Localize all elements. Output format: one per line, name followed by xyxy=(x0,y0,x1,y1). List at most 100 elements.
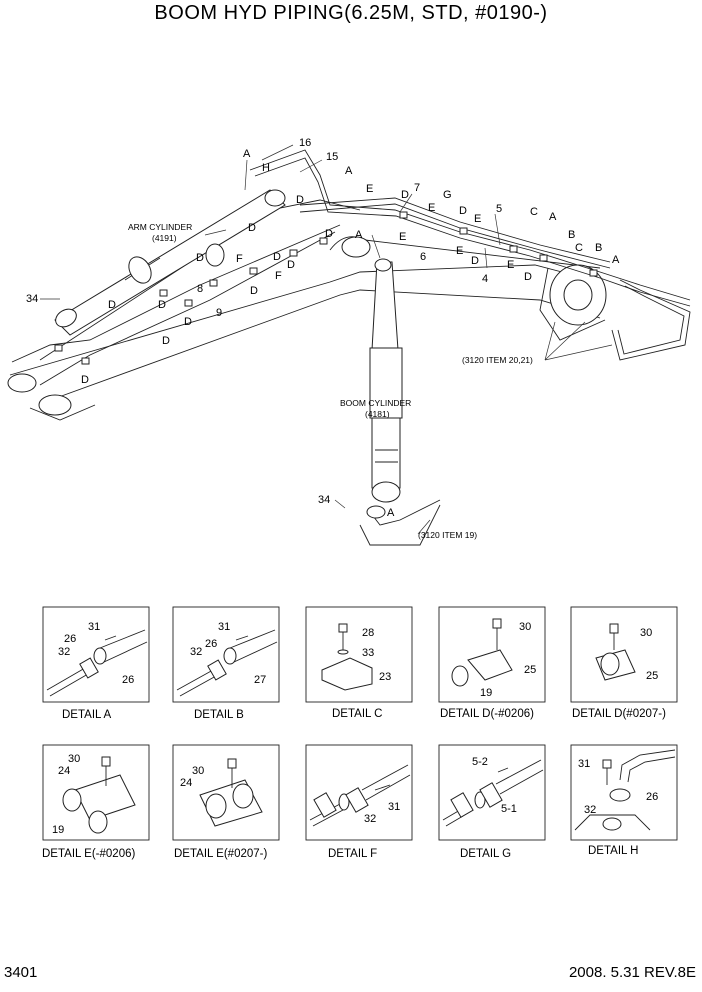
callout-D: D xyxy=(248,222,256,234)
detail-e-pre-0206-caption: DETAIL E(-#0206) xyxy=(42,848,135,860)
callout-D: D xyxy=(196,252,204,264)
callout-5: 5 xyxy=(496,203,502,215)
callout-16: 16 xyxy=(299,137,311,149)
callout-D: D xyxy=(524,271,532,283)
arm-cylinder-ref: (4191) xyxy=(152,233,177,243)
arm-cylinder-label: ARM CYLINDER xyxy=(128,222,192,232)
callout-F: F xyxy=(275,270,282,282)
svg-text:32: 32 xyxy=(58,646,70,658)
callout-C: C xyxy=(575,242,583,254)
detail-f-caption: DETAIL F xyxy=(328,848,377,860)
svg-text:24: 24 xyxy=(180,777,192,789)
callout-A: A xyxy=(355,229,363,241)
callout-B: B xyxy=(568,229,575,241)
detail-a-caption: DETAIL A xyxy=(62,709,112,721)
detail-e-post-0207: 30 24 xyxy=(172,744,280,841)
detail-g-caption: DETAIL G xyxy=(460,848,511,860)
detail-d-post-0207-caption: DETAIL D(#0207-) xyxy=(572,708,666,720)
callout-15: 15 xyxy=(326,151,338,163)
detail-f: 31 32 xyxy=(305,744,413,841)
callout-C: C xyxy=(530,206,538,218)
svg-text:30: 30 xyxy=(192,765,204,777)
detail-b-caption: DETAIL B xyxy=(194,709,244,721)
callout-D: D xyxy=(158,299,166,311)
callouts: 16 15 A H A E D 7 G E D E 5 C A D A E 6 … xyxy=(26,137,620,519)
callout-D: D xyxy=(108,299,116,311)
callout-A: A xyxy=(243,148,251,160)
callout-9: 9 xyxy=(216,307,222,319)
page-title: BOOM HYD PIPING(6.25M, STD, #0190-) xyxy=(154,2,548,24)
callout-E: E xyxy=(399,231,406,243)
detail-d-post-0207: 30 25 xyxy=(570,606,678,703)
callout-D: D xyxy=(184,316,192,328)
detail-c: 28 33 23 xyxy=(305,606,413,703)
main-assembly xyxy=(7,149,691,546)
callout-6: 6 xyxy=(420,251,426,263)
svg-text:28: 28 xyxy=(362,627,374,639)
detail-b: 31 26 32 27 xyxy=(172,606,280,703)
callout-A: A xyxy=(387,507,395,519)
boom-cylinder-label: BOOM CYLINDER xyxy=(340,398,411,408)
callout-D: D xyxy=(162,335,170,347)
detail-g: 5-2 5-1 xyxy=(438,744,546,841)
callout-A: A xyxy=(612,254,620,266)
reference-3120-20-21: (3120 ITEM 20,21) xyxy=(462,355,533,365)
svg-text:30: 30 xyxy=(68,753,80,765)
svg-text:24: 24 xyxy=(58,765,70,777)
svg-text:30: 30 xyxy=(519,621,531,633)
callout-H: H xyxy=(262,162,270,174)
svg-text:25: 25 xyxy=(524,664,536,676)
detail-e-post-0207-caption: DETAIL E(#0207-) xyxy=(174,848,267,860)
revision-date: 2008. 5.31 REV.8E xyxy=(568,964,696,981)
detail-e-pre-0206: 30 24 19 xyxy=(42,744,150,841)
callout-8: 8 xyxy=(197,283,203,295)
callout-leaders xyxy=(40,144,613,535)
callout-D: D xyxy=(325,228,333,240)
svg-text:32: 32 xyxy=(584,804,596,816)
callout-D: D xyxy=(459,205,467,217)
svg-text:31: 31 xyxy=(578,758,590,770)
svg-text:30: 30 xyxy=(640,627,652,639)
svg-text:32: 32 xyxy=(190,646,202,658)
svg-text:31: 31 xyxy=(388,801,400,813)
svg-text:26: 26 xyxy=(205,638,217,650)
callout-E: E xyxy=(428,202,435,214)
svg-text:19: 19 xyxy=(52,824,64,836)
callout-E: E xyxy=(366,183,373,195)
svg-text:25: 25 xyxy=(646,670,658,682)
callout-D: D xyxy=(471,255,479,267)
callout-G: G xyxy=(443,189,452,201)
detail-h-caption: DETAIL H xyxy=(588,845,638,857)
svg-text:23: 23 xyxy=(379,671,391,683)
callout-34: 34 xyxy=(318,494,330,506)
svg-text:31: 31 xyxy=(88,621,100,633)
reference-3120-19: (3120 ITEM 19) xyxy=(418,530,477,540)
svg-text:19: 19 xyxy=(480,687,492,699)
boom-cylinder-ref: (4181) xyxy=(365,409,390,419)
svg-text:33: 33 xyxy=(362,647,374,659)
callout-D: D xyxy=(401,189,409,201)
callout-D: D xyxy=(81,374,89,386)
svg-text:26: 26 xyxy=(122,674,134,686)
svg-text:26: 26 xyxy=(646,791,658,803)
callout-A: A xyxy=(345,165,353,177)
callout-4: 4 xyxy=(482,273,488,285)
callout-7: 7 xyxy=(414,182,420,194)
callout-D: D xyxy=(273,251,281,263)
page-number: 3401 xyxy=(4,964,38,981)
callout-D: D xyxy=(296,194,304,206)
callout-F: F xyxy=(236,253,243,265)
callout-E: E xyxy=(474,213,481,225)
detail-d-pre-0206: 30 25 19 xyxy=(438,606,546,703)
svg-text:31: 31 xyxy=(218,621,230,633)
detail-h: 31 26 32 xyxy=(570,744,678,841)
svg-text:5-1: 5-1 xyxy=(501,803,517,815)
callout-D: D xyxy=(287,259,295,271)
svg-text:5-2: 5-2 xyxy=(472,756,488,768)
callout-B: B xyxy=(595,242,602,254)
callout-D: D xyxy=(250,285,258,297)
callout-34: 34 xyxy=(26,293,38,305)
detail-d-pre-0206-caption: DETAIL D(-#0206) xyxy=(440,708,534,720)
svg-text:26: 26 xyxy=(64,633,76,645)
